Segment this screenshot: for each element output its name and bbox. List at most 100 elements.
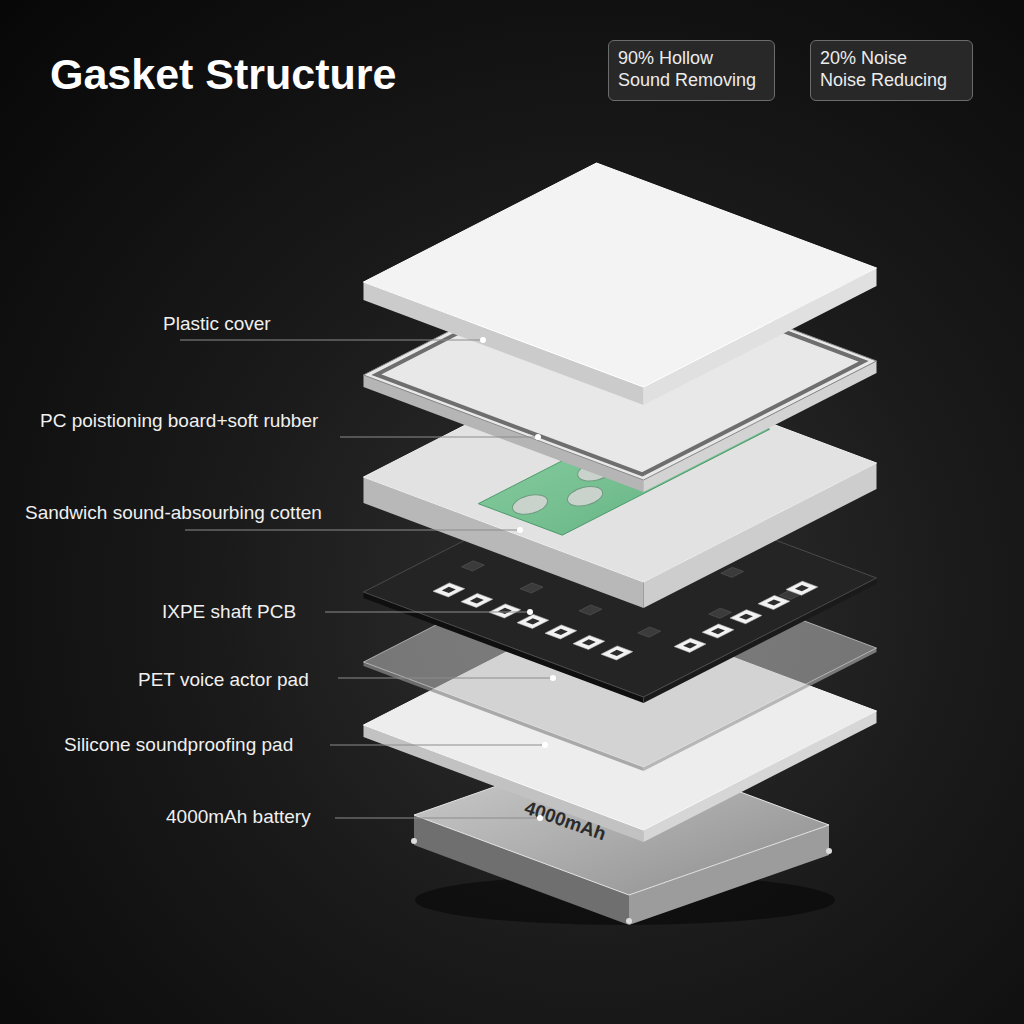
switch-core — [683, 642, 697, 648]
leader-line — [338, 678, 553, 679]
switch-part — [601, 646, 633, 660]
part-label: 4000mAh battery — [166, 806, 311, 828]
chip-part — [780, 589, 803, 599]
part-label: IXPE shaft PCB — [162, 601, 296, 623]
cell-bolt — [626, 918, 632, 924]
switch-part — [489, 604, 521, 618]
layer-side — [364, 477, 644, 608]
switch-core — [795, 585, 809, 591]
stack-layer — [364, 543, 877, 771]
badge-box: 20% Noise Noise Reducing — [810, 40, 973, 101]
switch-core — [610, 650, 624, 656]
cell-top — [414, 745, 829, 895]
part-label: PC poistioning board+soft rubber — [40, 410, 318, 432]
layer-side — [644, 578, 877, 703]
chip-part — [532, 542, 555, 552]
switch-part — [433, 583, 465, 597]
switch-core — [657, 529, 671, 535]
switch-core — [767, 599, 781, 605]
stack-layer — [364, 473, 877, 703]
cell-node: 4000mAh — [395, 730, 845, 930]
vent-hole — [631, 450, 670, 476]
title-text: Gasket Structure — [50, 50, 397, 99]
chip-part — [591, 564, 614, 574]
badge-text: 20% Noise Noise Reducing — [820, 47, 953, 91]
switch-core — [582, 639, 596, 645]
switch-core — [717, 548, 731, 554]
layer-top — [364, 473, 877, 697]
stack-layer — [364, 256, 877, 492]
green-strip — [478, 398, 769, 535]
chip-part — [461, 561, 484, 571]
switch-part — [573, 635, 605, 649]
chip-part — [579, 605, 602, 615]
part-label: Sandwich sound-absourbing cotten — [25, 502, 322, 524]
stack-layer — [364, 163, 877, 405]
layer-top — [364, 543, 877, 767]
leader-group — [330, 742, 548, 748]
switch-core — [711, 628, 725, 634]
cell-bolt — [411, 838, 417, 844]
leader-line — [325, 612, 530, 613]
stack-layer — [364, 358, 877, 608]
vent-hole — [641, 425, 680, 451]
layer-side — [644, 361, 877, 492]
layer-top — [364, 163, 877, 387]
layer-side — [364, 375, 644, 492]
layer-side — [644, 463, 877, 608]
switch-core — [739, 614, 753, 620]
chip-part — [709, 608, 732, 618]
layer-side — [644, 268, 877, 405]
switch-part — [674, 638, 706, 652]
switch-part — [545, 625, 577, 639]
badge-text: 90% Hollow Sound Removing — [618, 47, 763, 91]
layer-side — [364, 592, 644, 703]
leader-dot — [550, 675, 556, 681]
switch-part — [786, 581, 818, 595]
leader-dot — [527, 609, 533, 615]
layer-top — [364, 358, 877, 582]
chip-part — [721, 567, 744, 577]
leader-group — [325, 609, 533, 615]
chip-part — [603, 523, 626, 533]
part-label: PET voice actor pad — [138, 669, 309, 691]
chip-part — [650, 586, 673, 596]
switch-core — [442, 587, 456, 593]
switch-core — [554, 629, 568, 635]
cell-outline — [395, 730, 845, 930]
chip-part — [662, 545, 685, 555]
switch-part — [461, 593, 493, 607]
switch-part — [702, 624, 734, 638]
vent-hole — [696, 417, 735, 443]
vent-hole — [576, 458, 615, 484]
leader-line — [330, 745, 545, 746]
switch-core — [498, 608, 512, 614]
switch-part — [730, 610, 762, 624]
chip-part — [638, 627, 661, 637]
vent-hole — [510, 491, 549, 517]
leader-group — [180, 337, 486, 343]
leader-dot — [535, 434, 541, 440]
leader-line — [180, 340, 483, 341]
switch-part — [517, 614, 549, 628]
leader-dot — [517, 527, 523, 533]
switch-part — [709, 544, 741, 558]
leader-line — [340, 437, 538, 438]
layer-side — [364, 282, 644, 405]
layer-top — [364, 256, 877, 480]
rubber-rim — [376, 262, 863, 475]
pad-dot — [627, 582, 633, 588]
leader-dot — [542, 742, 548, 748]
switch-core — [526, 618, 540, 624]
cell-bolt — [826, 848, 832, 854]
leader-group — [340, 434, 541, 440]
badge-box: 90% Hollow Sound Removing — [608, 40, 775, 101]
layer-side — [644, 648, 877, 771]
leader-dot — [480, 337, 486, 343]
chip-part — [520, 583, 543, 593]
switch-core — [470, 597, 484, 603]
part-label: Plastic cover — [163, 313, 271, 335]
leader-line — [185, 530, 520, 531]
leader-group — [185, 527, 523, 533]
